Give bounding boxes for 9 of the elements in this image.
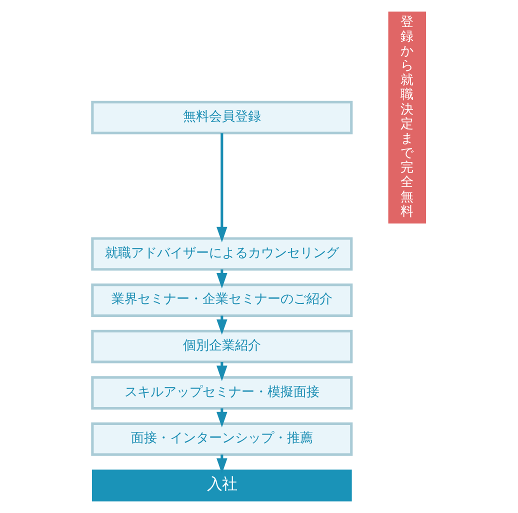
- node-box: 登録から就職決定まで完全無料: [388, 12, 426, 224]
- node-box: 業界セミナー・企業セミナーのご紹介: [91, 284, 353, 317]
- node-box: 入社: [92, 470, 352, 502]
- node-box: 面接・インターンシップ・推薦: [91, 422, 353, 456]
- node-box: 就職アドバイザーによるカウンセリング: [91, 237, 353, 271]
- node-box: スキルアップセミナー・模擬面接: [91, 376, 353, 410]
- arrow: [216, 133, 228, 242]
- node-box: 無料会員登録: [91, 100, 353, 134]
- node-box: 個別企業紹介: [91, 330, 353, 364]
